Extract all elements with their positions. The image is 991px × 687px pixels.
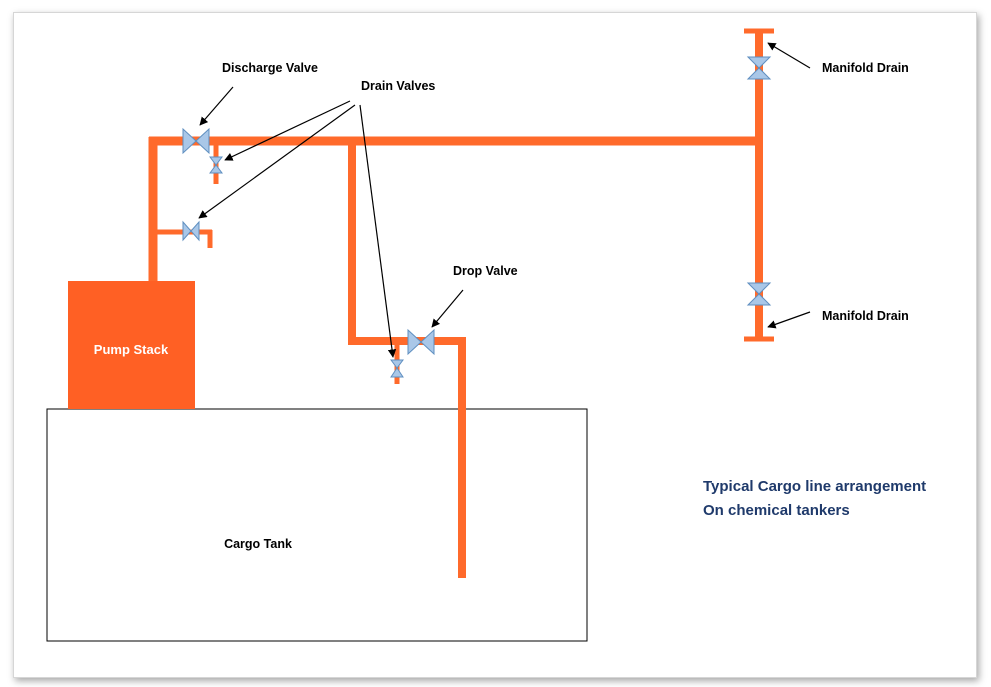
cargo-tank-label: Cargo Tank	[224, 537, 292, 551]
manifold-drain-top-valve-icon	[746, 56, 772, 80]
pump-stack-label: Pump Stack	[94, 342, 169, 357]
manifold-drain-bottom-valve-icon	[746, 282, 772, 306]
discharge-valve-arrow	[199, 86, 234, 126]
manifold-drain-top-arrow	[767, 42, 811, 69]
manifold-drain-bottom-label: Manifold Drain	[822, 309, 909, 323]
drain-valve-arrow-1	[224, 100, 351, 161]
drain-valves-label: Drain Valves	[361, 79, 435, 93]
drain-valve-branch-icon	[182, 220, 200, 242]
caption-line-2: On chemical tankers	[703, 502, 850, 519]
drain-valve-arrow-2	[198, 104, 356, 219]
discharge-drain-valve-icon	[209, 156, 223, 174]
drop-valve-label: Drop Valve	[453, 264, 518, 278]
drain-valve-arrow-3	[359, 104, 397, 358]
cargo-tank	[46, 408, 588, 642]
discharge-valve-icon	[182, 127, 210, 155]
caption-line-1: Typical Cargo line arrangement	[703, 478, 926, 495]
drop-valve-icon	[407, 328, 435, 356]
drop-drain-valve-icon	[390, 359, 404, 378]
discharge-valve-label: Discharge Valve	[222, 61, 318, 75]
manifold-drain-bottom-arrow	[767, 311, 811, 329]
pump-stack	[68, 281, 195, 409]
callout-arrows	[198, 42, 811, 358]
manifold-drain-top-label: Manifold Drain	[822, 61, 909, 75]
drop-valve-arrow	[431, 289, 464, 328]
